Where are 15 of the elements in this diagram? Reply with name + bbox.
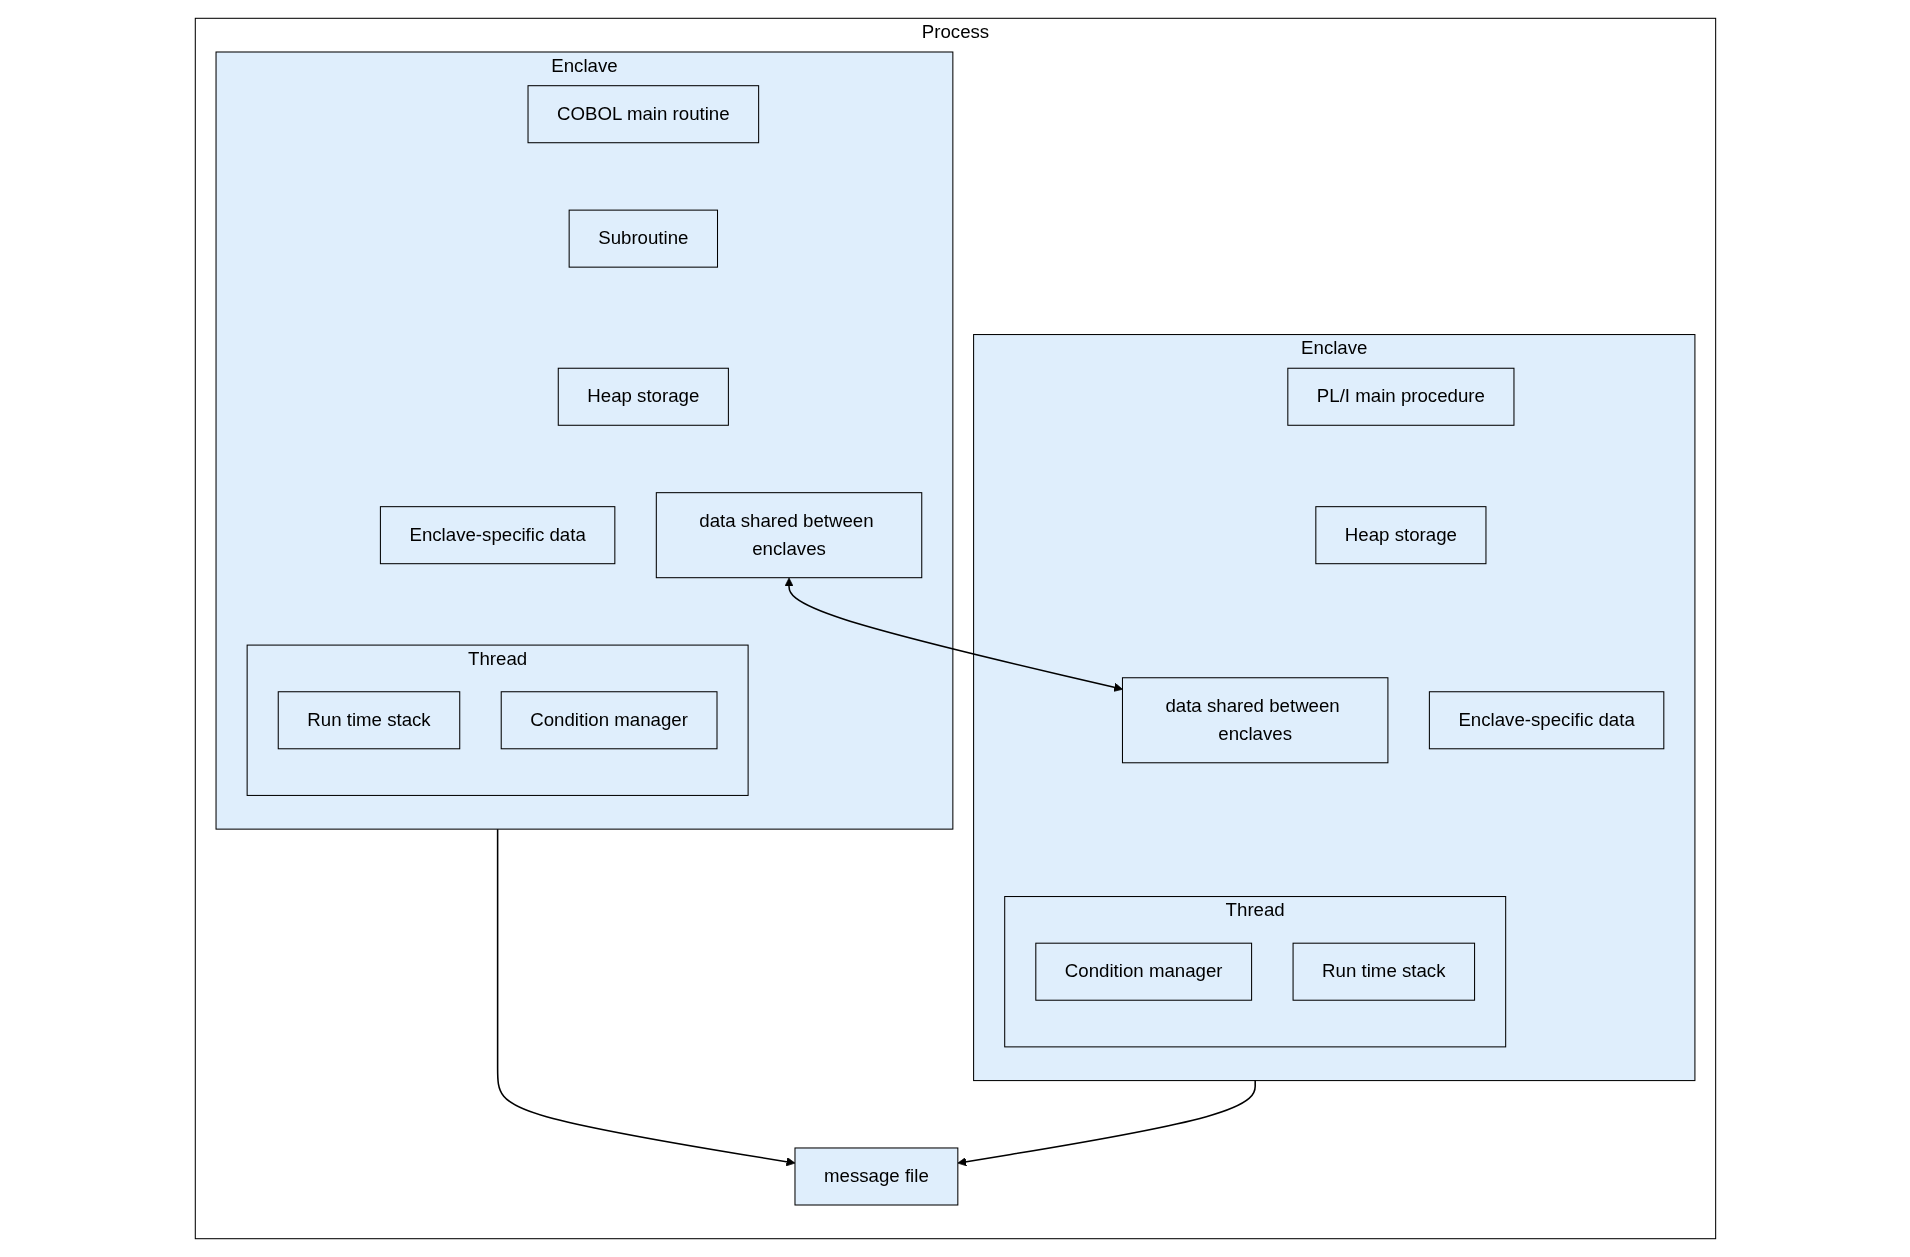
node-box: Enclave-specific data (379, 506, 615, 565)
node-box: Condition manager (500, 691, 718, 750)
node-box: data shared between enclaves (655, 492, 922, 579)
node-box: data shared between enclaves (1121, 677, 1388, 764)
arrow (496, 828, 795, 1167)
node-box: Run time stack (277, 691, 460, 750)
node-box: Heap storage (557, 367, 729, 426)
node-box: Run time stack (1292, 942, 1475, 1001)
node-box: PL/I main procedure (1286, 367, 1514, 426)
node-box: COBOL main routine (527, 85, 759, 144)
node-box: Heap storage (1314, 506, 1486, 565)
node-box: message file (794, 1147, 958, 1206)
node-box: Enclave-specific data (1428, 691, 1664, 750)
node-box: Subroutine (568, 209, 718, 268)
node-box: Condition manager (1034, 942, 1252, 1001)
